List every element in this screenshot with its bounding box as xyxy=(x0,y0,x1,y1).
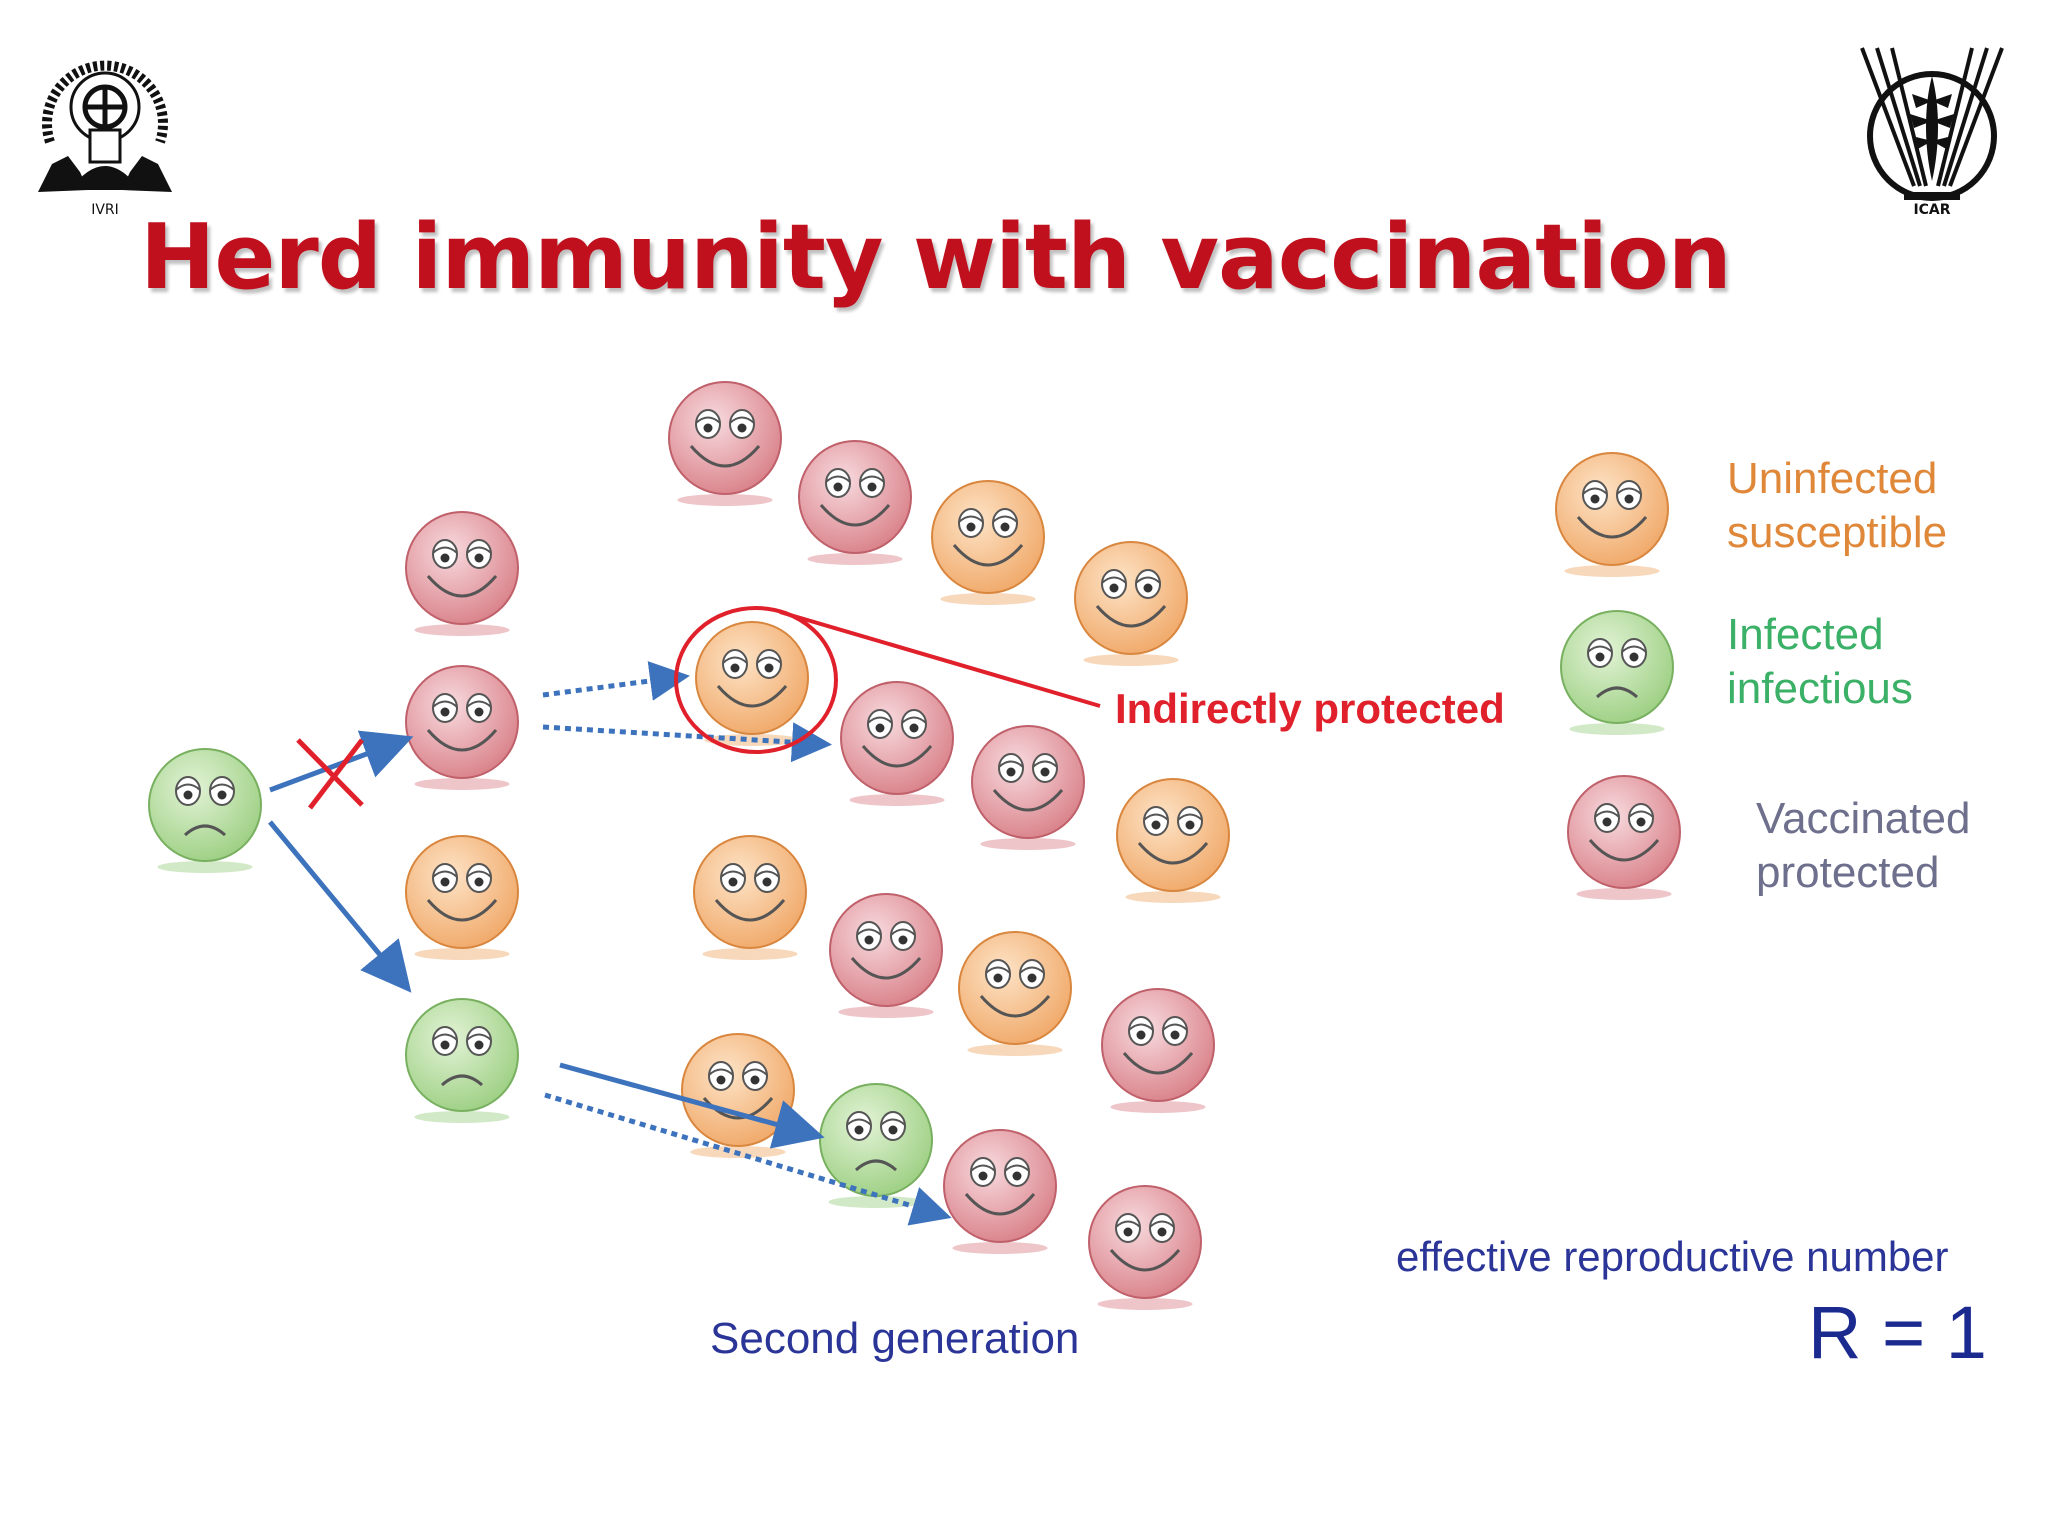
legend-vaccinated-label: Vaccinated protected xyxy=(1756,792,1970,900)
frowning-face-icon xyxy=(820,1084,932,1208)
second-generation-label: Second generation xyxy=(710,1312,1079,1366)
frowning-face-icon xyxy=(406,999,518,1123)
reproductive-number-label: effective reproductive number xyxy=(1396,1230,1949,1284)
frowning-face-icon xyxy=(1561,611,1673,735)
smiley-face-icon xyxy=(682,1034,794,1158)
smiley-face-icon xyxy=(1556,453,1668,577)
legend-infected-line2: infectious xyxy=(1727,662,1913,716)
smiley-face-icon xyxy=(406,512,518,636)
contact-arrow xyxy=(543,677,680,695)
smiley-face-icon xyxy=(959,932,1071,1056)
legend-vaccinated-line1: Vaccinated xyxy=(1756,792,1970,846)
smiley-face-icon xyxy=(799,441,911,565)
smiley-face-icon xyxy=(972,726,1084,850)
smiley-face-icon xyxy=(841,682,953,806)
smiley-face-icon xyxy=(830,894,942,1018)
legend-infected-label: Infected infectious xyxy=(1727,608,1913,716)
legend-vaccinated-line2: protected xyxy=(1756,846,1970,900)
legend-uninfected-line1: Uninfected xyxy=(1727,452,1947,506)
smiley-face-icon xyxy=(932,481,1044,605)
smiley-face-icon xyxy=(1568,776,1680,900)
legend-uninfected-label: Uninfected susceptible xyxy=(1727,452,1947,560)
smiley-face-icon xyxy=(406,666,518,790)
smiley-face-icon xyxy=(1102,989,1214,1113)
legend-uninfected-line2: susceptible xyxy=(1727,506,1947,560)
smiley-face-icon xyxy=(406,836,518,960)
smiley-face-icon xyxy=(669,382,781,506)
indirectly-protected-label: Indirectly protected xyxy=(1115,682,1505,736)
smiley-face-icon xyxy=(1075,542,1187,666)
smiley-face-icon xyxy=(1089,1186,1201,1310)
smiley-face-icon xyxy=(694,836,806,960)
reproductive-number-value: R = 1 xyxy=(1808,1290,1987,1376)
smiley-face-icon xyxy=(696,622,808,746)
frowning-face-icon xyxy=(149,749,261,873)
highlight-pointer-line xyxy=(780,612,1100,706)
smiley-face-icon xyxy=(1117,779,1229,903)
legend-infected-line1: Infected xyxy=(1727,608,1913,662)
smiley-face-icon xyxy=(944,1130,1056,1254)
transmission-arrow xyxy=(270,822,405,985)
